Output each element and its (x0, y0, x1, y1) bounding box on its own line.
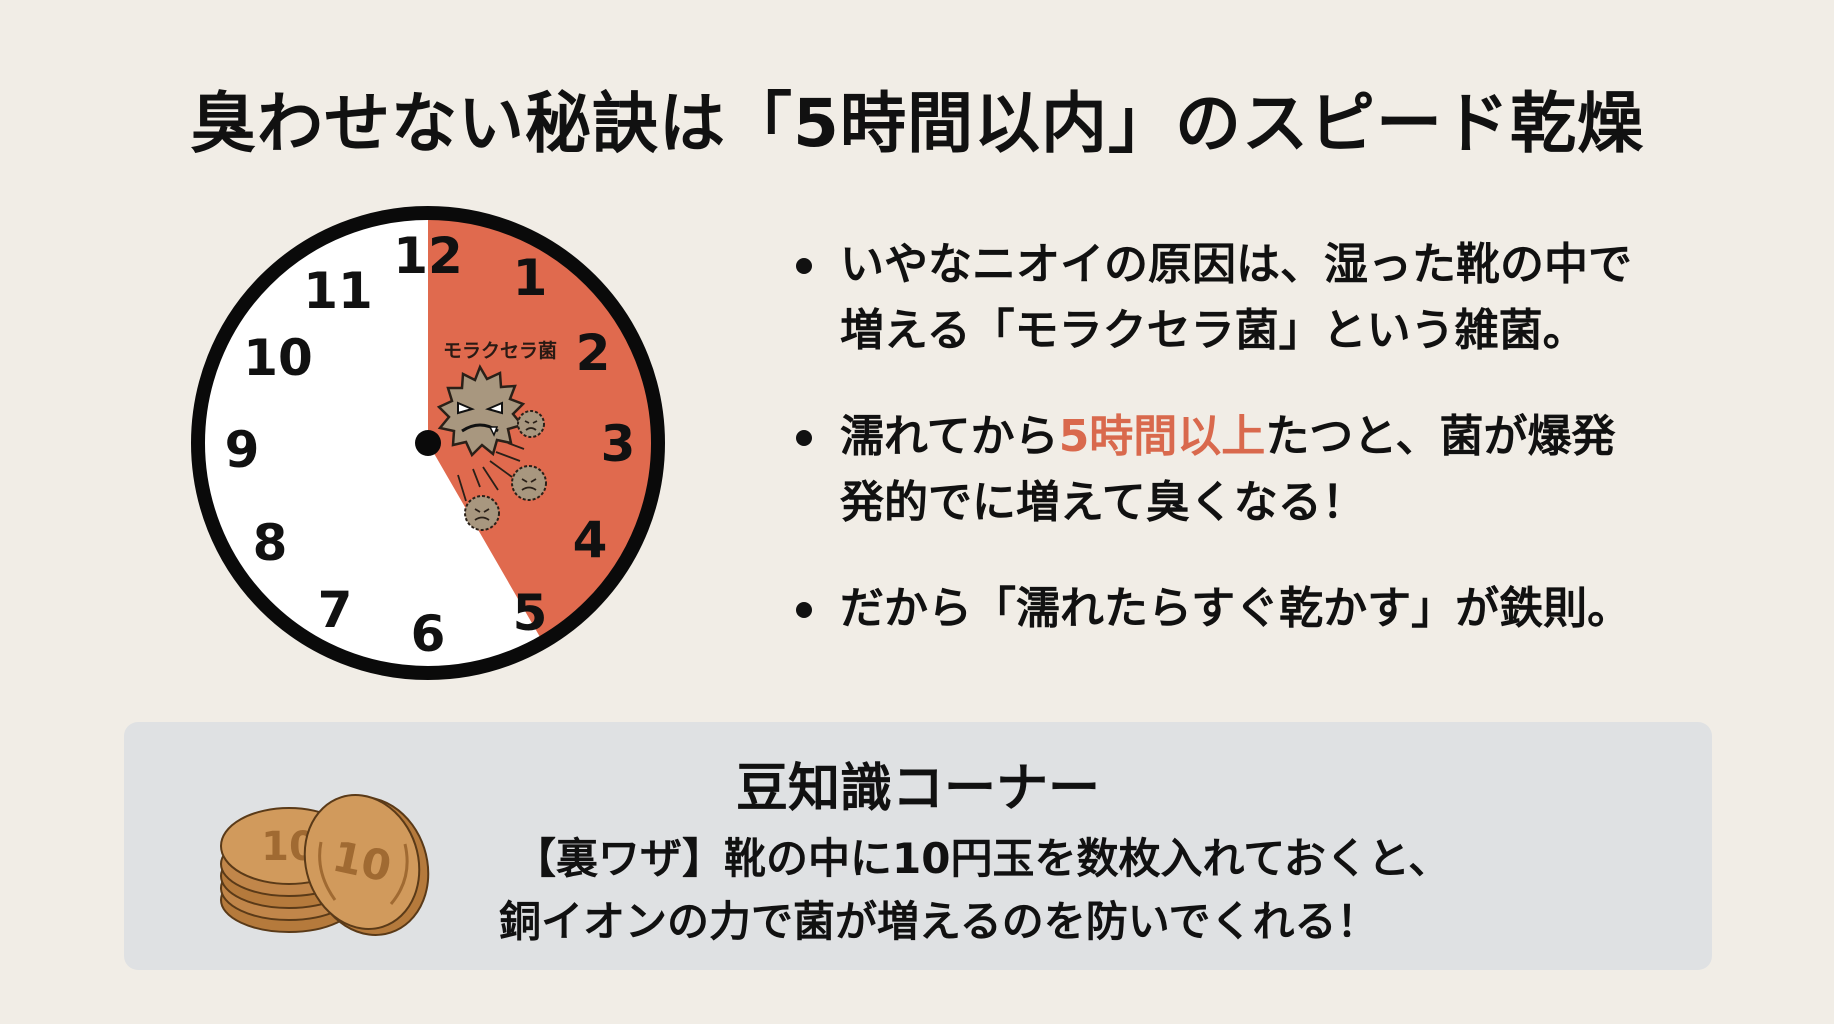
clock-number-8: 8 (253, 514, 288, 572)
trivia-line: 【裏ワザ】靴の中に10円玉を数枚入れておくと、 (514, 834, 1451, 883)
bullet-line: 濡れてから5時間以上たつと、菌が爆発 (840, 404, 1690, 470)
small-germ-icon (464, 410, 547, 531)
bullet-line: 増える「モラクセラ菌」という雑菌。 (840, 305, 1587, 356)
bullet-text: たつと、菌が爆発 (1265, 411, 1616, 462)
trivia-line: 銅イオンの力で菌が増えるのを防いでくれる！ (499, 897, 1379, 946)
bullet-item: 濡れてから5時間以上たつと、菌が爆発 発的でに増えて臭くなる！ (790, 404, 1690, 536)
clock-number-3: 3 (601, 415, 636, 473)
clock-diagram: 12 1 2 3 4 5 6 7 8 9 10 11 モラクセラ菌 (190, 205, 666, 681)
bullet-dot (796, 602, 812, 618)
clock-number-7: 7 (318, 581, 353, 639)
clock-number-4: 4 (573, 511, 608, 569)
bullet-list: いやなニオイの原因は、湿った靴の中で 増える「モラクセラ菌」という雑菌。 濡れて… (790, 232, 1690, 642)
bullet-text: 濡れてから (840, 411, 1059, 462)
clock-number-1: 1 (513, 249, 548, 307)
highlight-text: 5時間以上 (1058, 411, 1266, 462)
coin-stack-icon: 10 10 (209, 782, 439, 942)
bullet-line: 発的でに増えて臭くなる！ (840, 477, 1366, 528)
clock-number-10: 10 (243, 329, 313, 387)
clock-number-12: 12 (393, 227, 463, 285)
bullet-dot (796, 258, 812, 274)
bullet-line: だから「濡れたらすぐ乾かす」が鉄則。 (840, 583, 1632, 634)
svg-text:10: 10 (328, 832, 395, 892)
clock-center (415, 430, 441, 456)
bullet-dot (796, 430, 812, 446)
clock-number-11: 11 (303, 262, 373, 320)
page-title: 臭わせない秘訣は「5時間以内」のスピード乾燥 (190, 85, 1644, 162)
angry-germ-icon (436, 364, 526, 458)
clock-number-6: 6 (411, 605, 446, 663)
clock-number-5: 5 (513, 584, 548, 642)
clock-number-9: 9 (225, 421, 260, 479)
trivia-title: 豆知識コーナー (735, 759, 1100, 819)
bullet-line: いやなニオイの原因は、湿った靴の中で (840, 239, 1632, 290)
clock-icon: 12 1 2 3 4 5 6 7 8 9 10 11 モラクセラ菌 (191, 206, 665, 680)
bullet-item: だから「濡れたらすぐ乾かす」が鉄則。 (790, 576, 1690, 642)
bullet-item: いやなニオイの原因は、湿った靴の中で 増える「モラクセラ菌」という雑菌。 (790, 232, 1690, 364)
bacteria-label: モラクセラ菌 (443, 339, 557, 362)
clock-number-2: 2 (576, 324, 611, 382)
trivia-box: 豆知識コーナー 10 10 【裏ワザ】靴の中に10円玉を数枚入れてお (124, 722, 1712, 970)
